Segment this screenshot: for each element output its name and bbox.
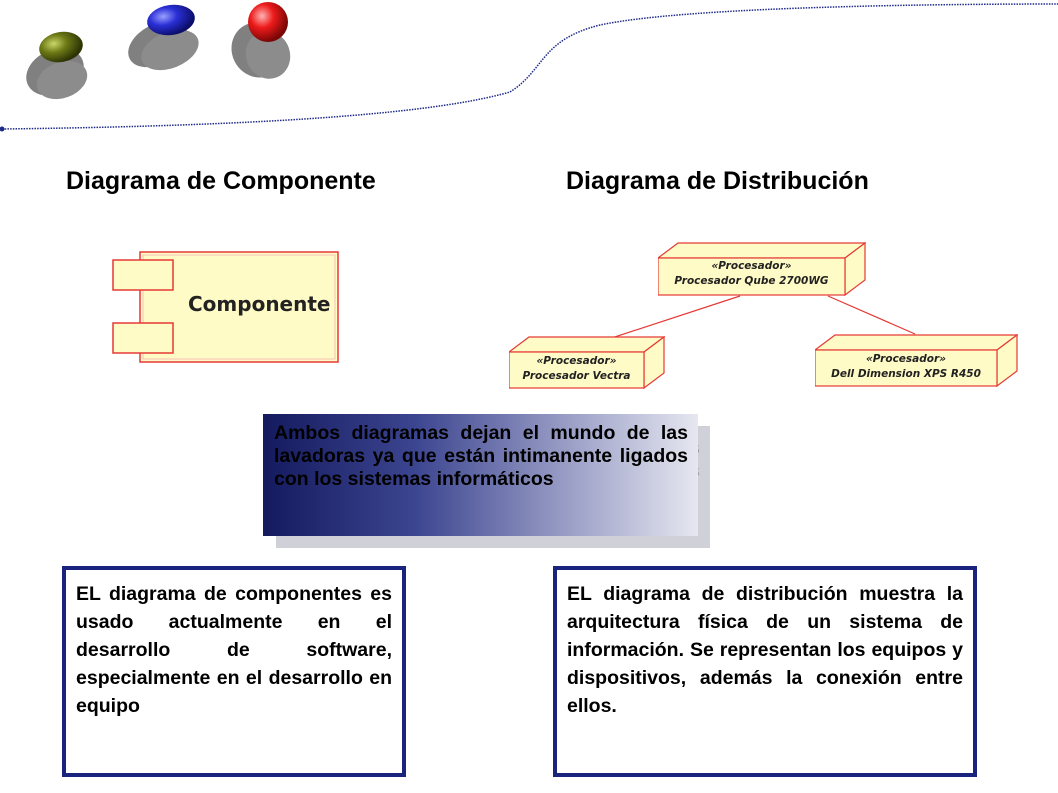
deployment-node-right: «Procesador» Dell Dimension XPS R450 (815, 334, 1018, 387)
callout-text: Ambos diagramas dejan el mundo de las la… (274, 422, 688, 490)
component-label: Componente (188, 292, 331, 316)
node-left-name: Procesador Vectra (522, 370, 631, 382)
component-description-box: EL diagrama de componentes es usado actu… (62, 566, 406, 777)
deployment-description-box: EL diagrama de distribución muestra la a… (553, 566, 977, 777)
node-right-name: Dell Dimension XPS R450 (831, 368, 981, 380)
callout-box: Ambos diagramas dejan el mundo de las la… (263, 414, 698, 536)
component-shape (112, 251, 339, 363)
header-decoration (0, 2, 1058, 132)
node-top-name: Procesador Qube 2700WG (674, 275, 829, 287)
component-description-text: EL diagrama de componentes es usado actu… (76, 583, 392, 717)
deployment-description-text: EL diagrama de distribución muestra la a… (567, 583, 963, 717)
green-ball-icon (26, 31, 88, 100)
deployment-node-top: «Procesador» Procesador Qube 2700WG (658, 242, 866, 296)
deployment-node-left: «Procesador» Procesador Vectra (509, 336, 665, 389)
node-left-stereotype: «Procesador» (536, 355, 617, 367)
red-ball-icon (231, 2, 291, 79)
deployment-diagram-title: Diagrama de Distribución (566, 167, 869, 195)
component-diagram-title: Diagrama de Componente (66, 167, 376, 195)
header-curve (1, 3, 1058, 130)
blue-ball-icon (128, 4, 199, 71)
node-top-stereotype: «Procesador» (711, 260, 792, 272)
component-diagram: Componente (110, 250, 342, 365)
node-right-stereotype: «Procesador» (865, 353, 946, 365)
